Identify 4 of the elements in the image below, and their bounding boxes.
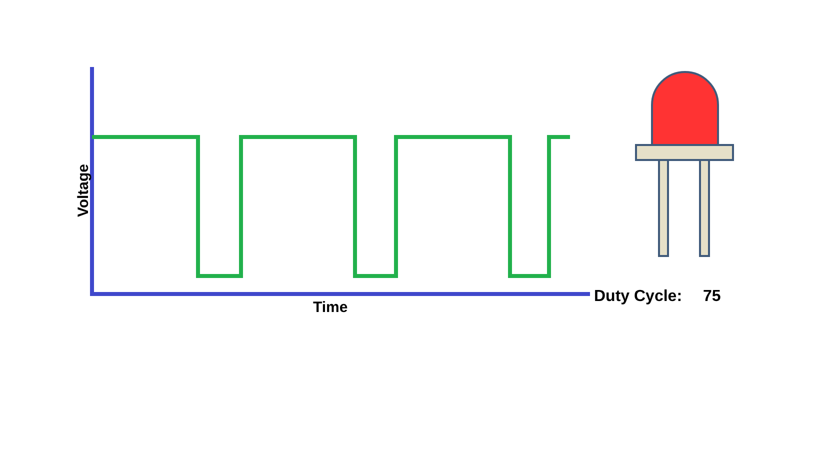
- duty-cycle-value: 75: [703, 288, 721, 306]
- axis-title: Voltage: [75, 164, 92, 218]
- axis-title: Time: [313, 299, 348, 316]
- duty-cycle-label: Duty Cycle:: [594, 288, 682, 306]
